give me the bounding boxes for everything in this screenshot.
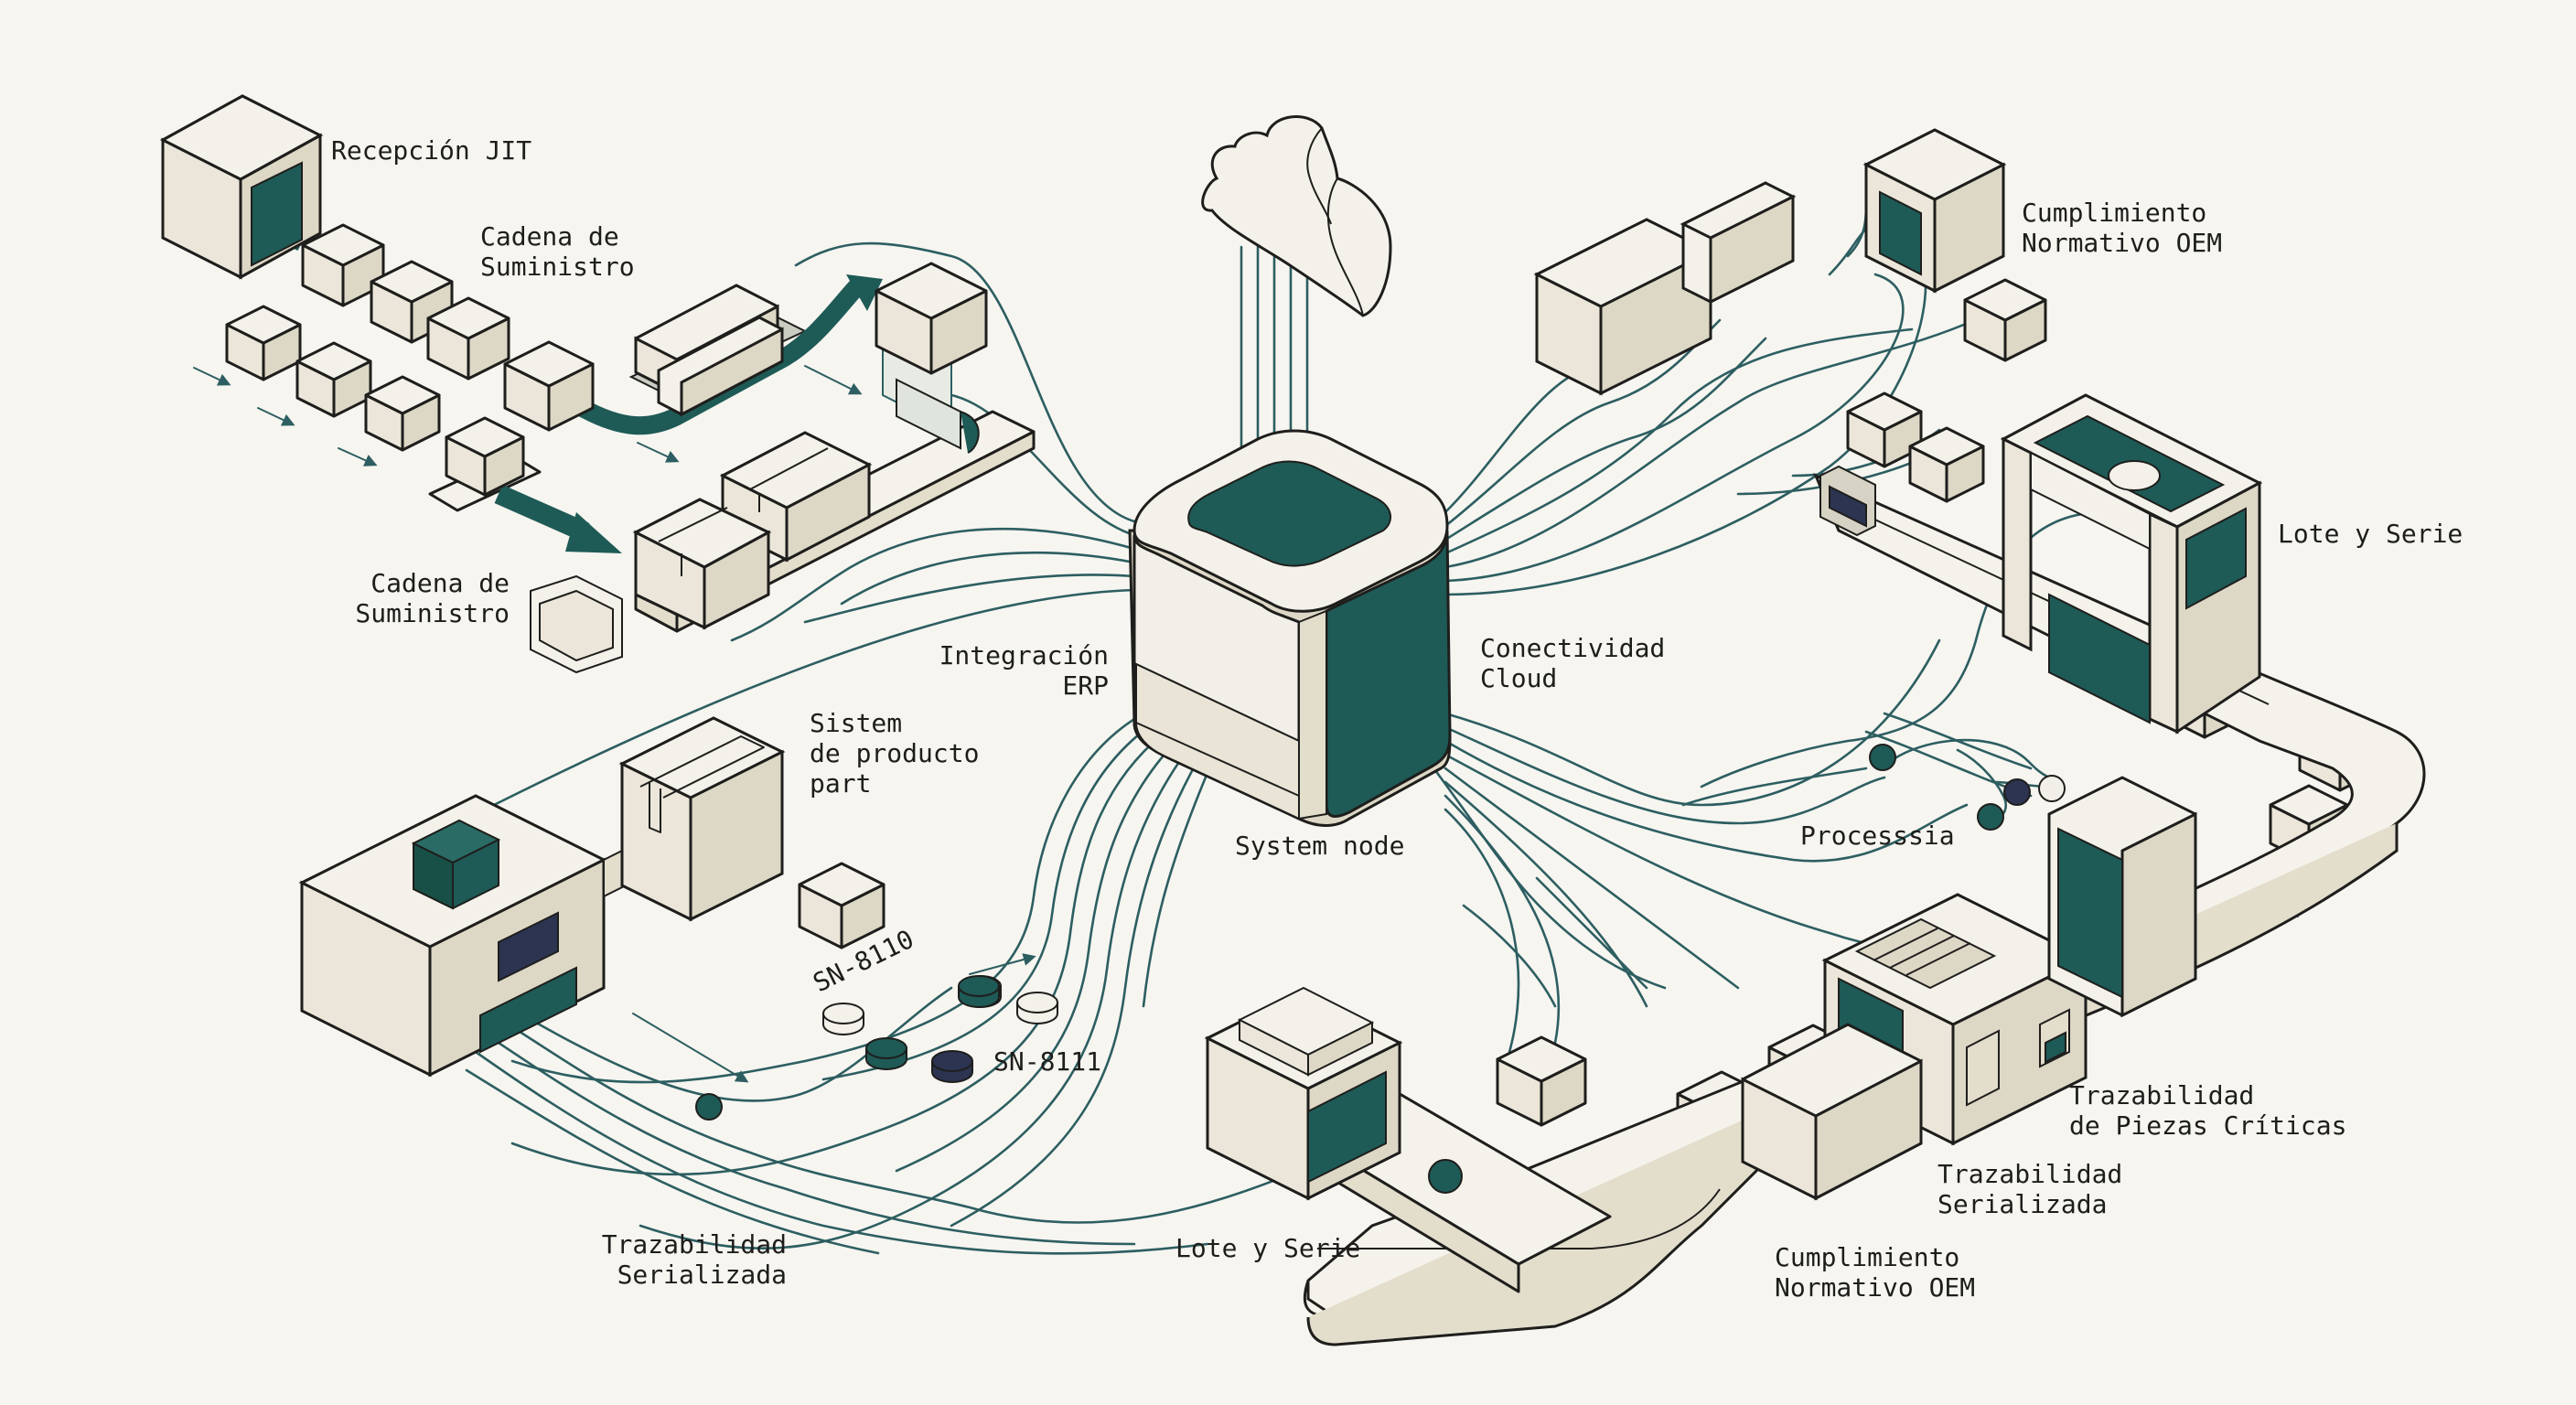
label-line: Cumplimiento (2022, 198, 2206, 228)
label-line: Suministro (355, 598, 510, 628)
label-line: part (810, 768, 871, 799)
cube-3 (503, 340, 595, 432)
cube-1 (370, 260, 454, 344)
system-node-cube (1128, 429, 1452, 827)
label-line: Lote y Serie (2278, 519, 2463, 549)
label-line: System node (1235, 831, 1404, 861)
label-line: Normativo OEM (2022, 228, 2222, 258)
label-line: de producto (810, 738, 979, 768)
cube-15 (1496, 1035, 1587, 1127)
lines-right (1681, 199, 2106, 807)
label-lote-serie-right: Lote y Serie (2278, 519, 2463, 549)
cube-5 (295, 341, 372, 418)
lot-serial-scanner (1204, 986, 1403, 1201)
oem-compliance-station (1862, 128, 2007, 294)
label-line: Cadena de (480, 221, 619, 252)
jit-receiving-station (159, 94, 324, 280)
label-line: Conectividad (1480, 633, 1665, 663)
label-line: Serializada (617, 1260, 787, 1290)
label-line: Normativo OEM (1775, 1272, 1975, 1303)
puck-light-b (1016, 992, 1058, 1024)
label-line: de Piezas Críticas (2069, 1110, 2346, 1141)
puck-sn-8111 (931, 1050, 973, 1083)
cube-13 (1908, 426, 1985, 503)
label-line: Cadena de (370, 568, 510, 598)
label-system-node: System node (1235, 831, 1404, 861)
label-line: Cumplimiento (1775, 1242, 1959, 1272)
cube-7 (445, 416, 525, 497)
cube-4 (225, 305, 302, 381)
supply-crates (632, 284, 873, 630)
label-line: Trazabilidad (1937, 1159, 2122, 1189)
cube-12 (1846, 391, 1923, 468)
cloud-storage-units (1533, 181, 1797, 396)
label-line: Sistem (810, 708, 902, 738)
label-line: Suministro (480, 252, 635, 282)
connection-lines (193, 199, 2324, 1255)
puck-teal-a (865, 1037, 907, 1070)
label-line: Serializada (1937, 1189, 2107, 1219)
label-line: Trazabilidad (2069, 1080, 2254, 1110)
label-line: ERP (1062, 670, 1109, 701)
label-processsia: Processsia (1800, 820, 1955, 851)
label-line: Trazabilidad (602, 1229, 787, 1260)
serial-pucks (822, 975, 1058, 1083)
cube-6 (364, 375, 441, 452)
erp-lines-upper-left (492, 241, 1136, 807)
cube-2 (426, 296, 510, 381)
label-lote-serie-bottom: Lote y Serie (1175, 1233, 1360, 1263)
cube-19 (875, 262, 988, 375)
label-line: Lote y Serie (1175, 1233, 1360, 1263)
label-line: Integración (939, 640, 1109, 670)
cloud-lines-upper-right (1444, 254, 1996, 596)
label-line: SN-8111 (993, 1046, 1101, 1077)
label-recepcion-jit: Recepción JIT (331, 135, 531, 166)
serialized-tracking-station (1741, 1023, 1923, 1201)
puck-teal-b (958, 975, 1000, 1008)
lot-serial-gate (2000, 393, 2263, 735)
product-system-machine (298, 794, 641, 1078)
label-line: Processsia (1800, 820, 1955, 851)
cube-11 (1963, 278, 2047, 362)
label-line: Cloud (1480, 663, 1557, 693)
product-parcel-box (618, 716, 786, 922)
barcode-scanner (1819, 465, 1876, 537)
factory-floor-lines (465, 986, 1301, 1255)
cloud-icon (1201, 115, 1392, 317)
cube-14 (798, 862, 886, 949)
line-nodes (695, 744, 2066, 1121)
label-line: Recepción JIT (331, 135, 531, 166)
label-sn-8111: SN-8111 (993, 1046, 1101, 1077)
puck-sn-8110 (822, 1003, 864, 1035)
